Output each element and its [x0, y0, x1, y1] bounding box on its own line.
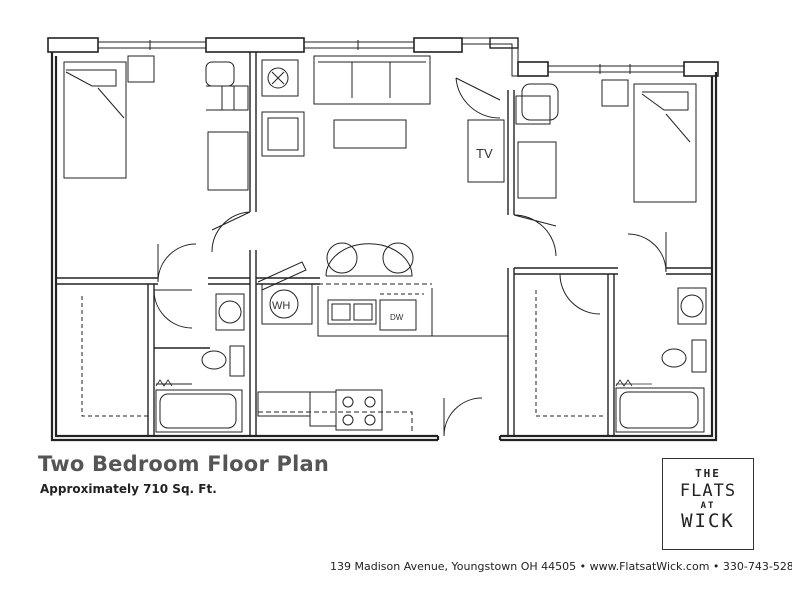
floor-plan-drawing: TV WH DW — [47, 37, 719, 442]
exterior-walls — [50, 52, 718, 442]
logo-line-flats: FLATS — [679, 481, 737, 501]
left-bedroom-furniture — [63, 55, 249, 191]
logo-line-at: AT — [700, 501, 716, 511]
tv-label: TV — [476, 146, 493, 161]
logo-line-the: THE — [695, 467, 721, 480]
logo-line-wick: WICK — [681, 510, 735, 532]
plan-area: Approximately 710 Sq. Ft. — [40, 482, 217, 496]
water-heater-label: WH — [272, 300, 290, 312]
doors — [153, 77, 667, 437]
kitchen — [257, 242, 508, 432]
right-bedroom-furniture — [515, 79, 697, 203]
water-heater-closet — [257, 261, 313, 325]
right-bathroom — [535, 287, 707, 433]
living-furniture — [261, 55, 505, 183]
left-bathroom — [81, 293, 245, 433]
interior-walls — [56, 52, 712, 436]
flats-at-wick-logo: THE FLATS AT WICK — [662, 458, 754, 550]
dishwasher-label: DW — [390, 313, 404, 322]
top-wall — [47, 37, 719, 77]
contact-footer: 139 Madison Avenue, Youngstown OH 44505 … — [330, 560, 792, 573]
plan-title: Two Bedroom Floor Plan — [38, 452, 330, 476]
